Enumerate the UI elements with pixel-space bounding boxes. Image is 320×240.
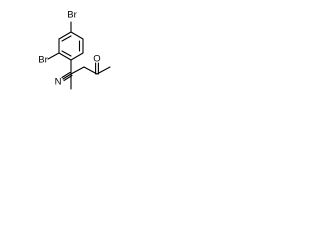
structure-diagram: Br Br N O xyxy=(38,10,111,90)
ring-double-bond-3 xyxy=(61,50,72,57)
atom-nitrile-n: N xyxy=(55,77,62,88)
atom-br-top: Br xyxy=(67,10,77,21)
nitrile-bond-1 xyxy=(62,73,72,80)
atom-ketone-o: O xyxy=(93,54,100,65)
ring-bond-4 xyxy=(70,52,84,61)
bond-quaternary-to-ch2 xyxy=(70,66,85,75)
atom-br-left: Br xyxy=(38,55,48,66)
nitrile-bond-3 xyxy=(63,74,73,82)
nitrile-bond-2 xyxy=(61,71,71,79)
bond-carbonyl-to-methyl xyxy=(96,66,111,75)
ring-bond-1 xyxy=(58,31,72,40)
ring-bond-2 xyxy=(70,31,84,40)
ring-double-bond-1 xyxy=(61,35,72,42)
ring-bond-5 xyxy=(58,52,72,61)
bond-ch2-to-carbonyl xyxy=(83,66,98,75)
bond-ring-to-br-left xyxy=(47,52,60,60)
benzene-ring xyxy=(58,31,84,61)
